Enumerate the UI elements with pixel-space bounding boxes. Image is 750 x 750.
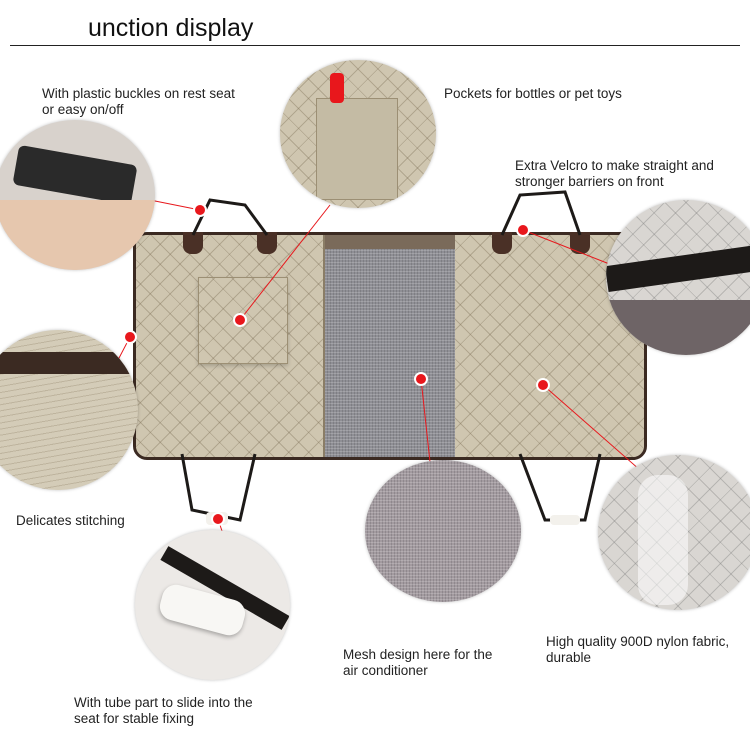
pointer-line-mesh xyxy=(420,378,431,463)
marker-dot xyxy=(211,512,225,526)
strap-top-left xyxy=(191,198,269,236)
callout-mesh: Mesh design here for the air conditioner xyxy=(343,647,493,678)
pointer-line-pocket xyxy=(239,204,331,321)
marker-dot xyxy=(516,223,530,237)
callout-fabric: High quality 900D nylon fabric, durable xyxy=(546,634,730,665)
callout-pockets: Pockets for bottles or pet toys xyxy=(444,86,622,101)
marker-dot xyxy=(193,203,207,217)
leather-tab xyxy=(257,232,277,254)
strap-bottom-left xyxy=(180,453,257,522)
detail-stitching-photo xyxy=(0,330,138,490)
mesh-panel xyxy=(323,235,457,457)
callout-buckles: With plastic buckles on rest seat or eas… xyxy=(42,86,235,117)
callout-stitching: Delicates stitching xyxy=(16,513,125,528)
marker-dot xyxy=(414,372,428,386)
detail-buckle-photo xyxy=(0,120,155,270)
pointer-line-fabric xyxy=(542,384,641,471)
marker-dot xyxy=(123,330,137,344)
detail-tube-photo xyxy=(135,530,290,680)
leather-tab xyxy=(570,232,590,254)
title-divider xyxy=(10,45,740,46)
detail-fabric-photo xyxy=(598,455,750,610)
detail-mesh-photo xyxy=(365,460,521,602)
leather-tab xyxy=(183,232,203,254)
mesh-top-trim xyxy=(325,235,455,249)
page-title: unction display xyxy=(88,14,254,42)
detail-velcro-photo xyxy=(606,200,750,355)
marker-dot xyxy=(536,378,550,392)
pointer-line-buckle xyxy=(149,199,201,211)
marker-dot xyxy=(233,313,247,327)
callout-velcro: Extra Velcro to make straight and strong… xyxy=(515,158,714,189)
leather-tab xyxy=(492,232,512,254)
detail-pocket-photo xyxy=(280,60,436,208)
strap-tube xyxy=(550,515,580,525)
pointer-line-velcro xyxy=(522,229,613,266)
strap-top-right xyxy=(500,190,582,236)
strap-bottom-right xyxy=(518,453,602,522)
callout-tube: With tube part to slide into the seat fo… xyxy=(74,695,253,726)
left-panel xyxy=(136,235,323,457)
